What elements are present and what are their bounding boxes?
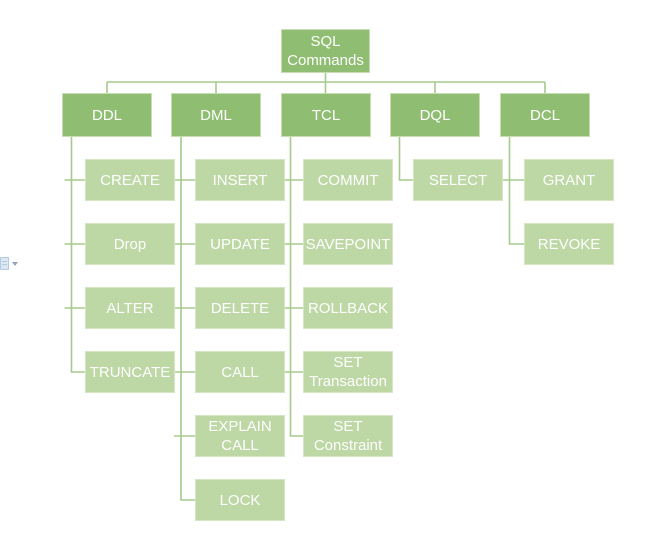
node-alter[interactable]: ALTER	[85, 287, 175, 329]
node-truncate[interactable]: TRUNCATE	[85, 351, 175, 393]
node-set-transaction[interactable]: SET Transaction	[303, 351, 393, 393]
node-lock[interactable]: LOCK	[195, 479, 285, 521]
node-set-constraint[interactable]: SET Constraint	[303, 415, 393, 457]
node-drop[interactable]: Drop	[85, 223, 175, 265]
node-update[interactable]: UPDATE	[195, 223, 285, 265]
node-select[interactable]: SELECT	[413, 159, 503, 201]
node-dml[interactable]: DML	[171, 93, 261, 137]
node-savepoint[interactable]: SAVEPOINT	[303, 223, 393, 265]
paste-options-button[interactable]	[0, 255, 20, 271]
node-insert[interactable]: INSERT	[195, 159, 285, 201]
node-revoke[interactable]: REVOKE	[524, 223, 614, 265]
node-tcl[interactable]: TCL	[281, 93, 371, 137]
node-ddl[interactable]: DDL	[62, 93, 152, 137]
node-explain-call[interactable]: EXPLAIN CALL	[195, 415, 285, 457]
node-call[interactable]: CALL	[195, 351, 285, 393]
node-dcl[interactable]: DCL	[500, 93, 590, 137]
node-grant[interactable]: GRANT	[524, 159, 614, 201]
paste-options-clipboard-icon	[0, 257, 9, 270]
node-commit[interactable]: COMMIT	[303, 159, 393, 201]
node-rollback[interactable]: ROLLBACK	[303, 287, 393, 329]
node-dql[interactable]: DQL	[390, 93, 480, 137]
node-delete[interactable]: DELETE	[195, 287, 285, 329]
node-create[interactable]: CREATE	[85, 159, 175, 201]
dropdown-arrow-icon	[12, 262, 18, 266]
node-sql-commands[interactable]: SQL Commands	[281, 29, 370, 73]
